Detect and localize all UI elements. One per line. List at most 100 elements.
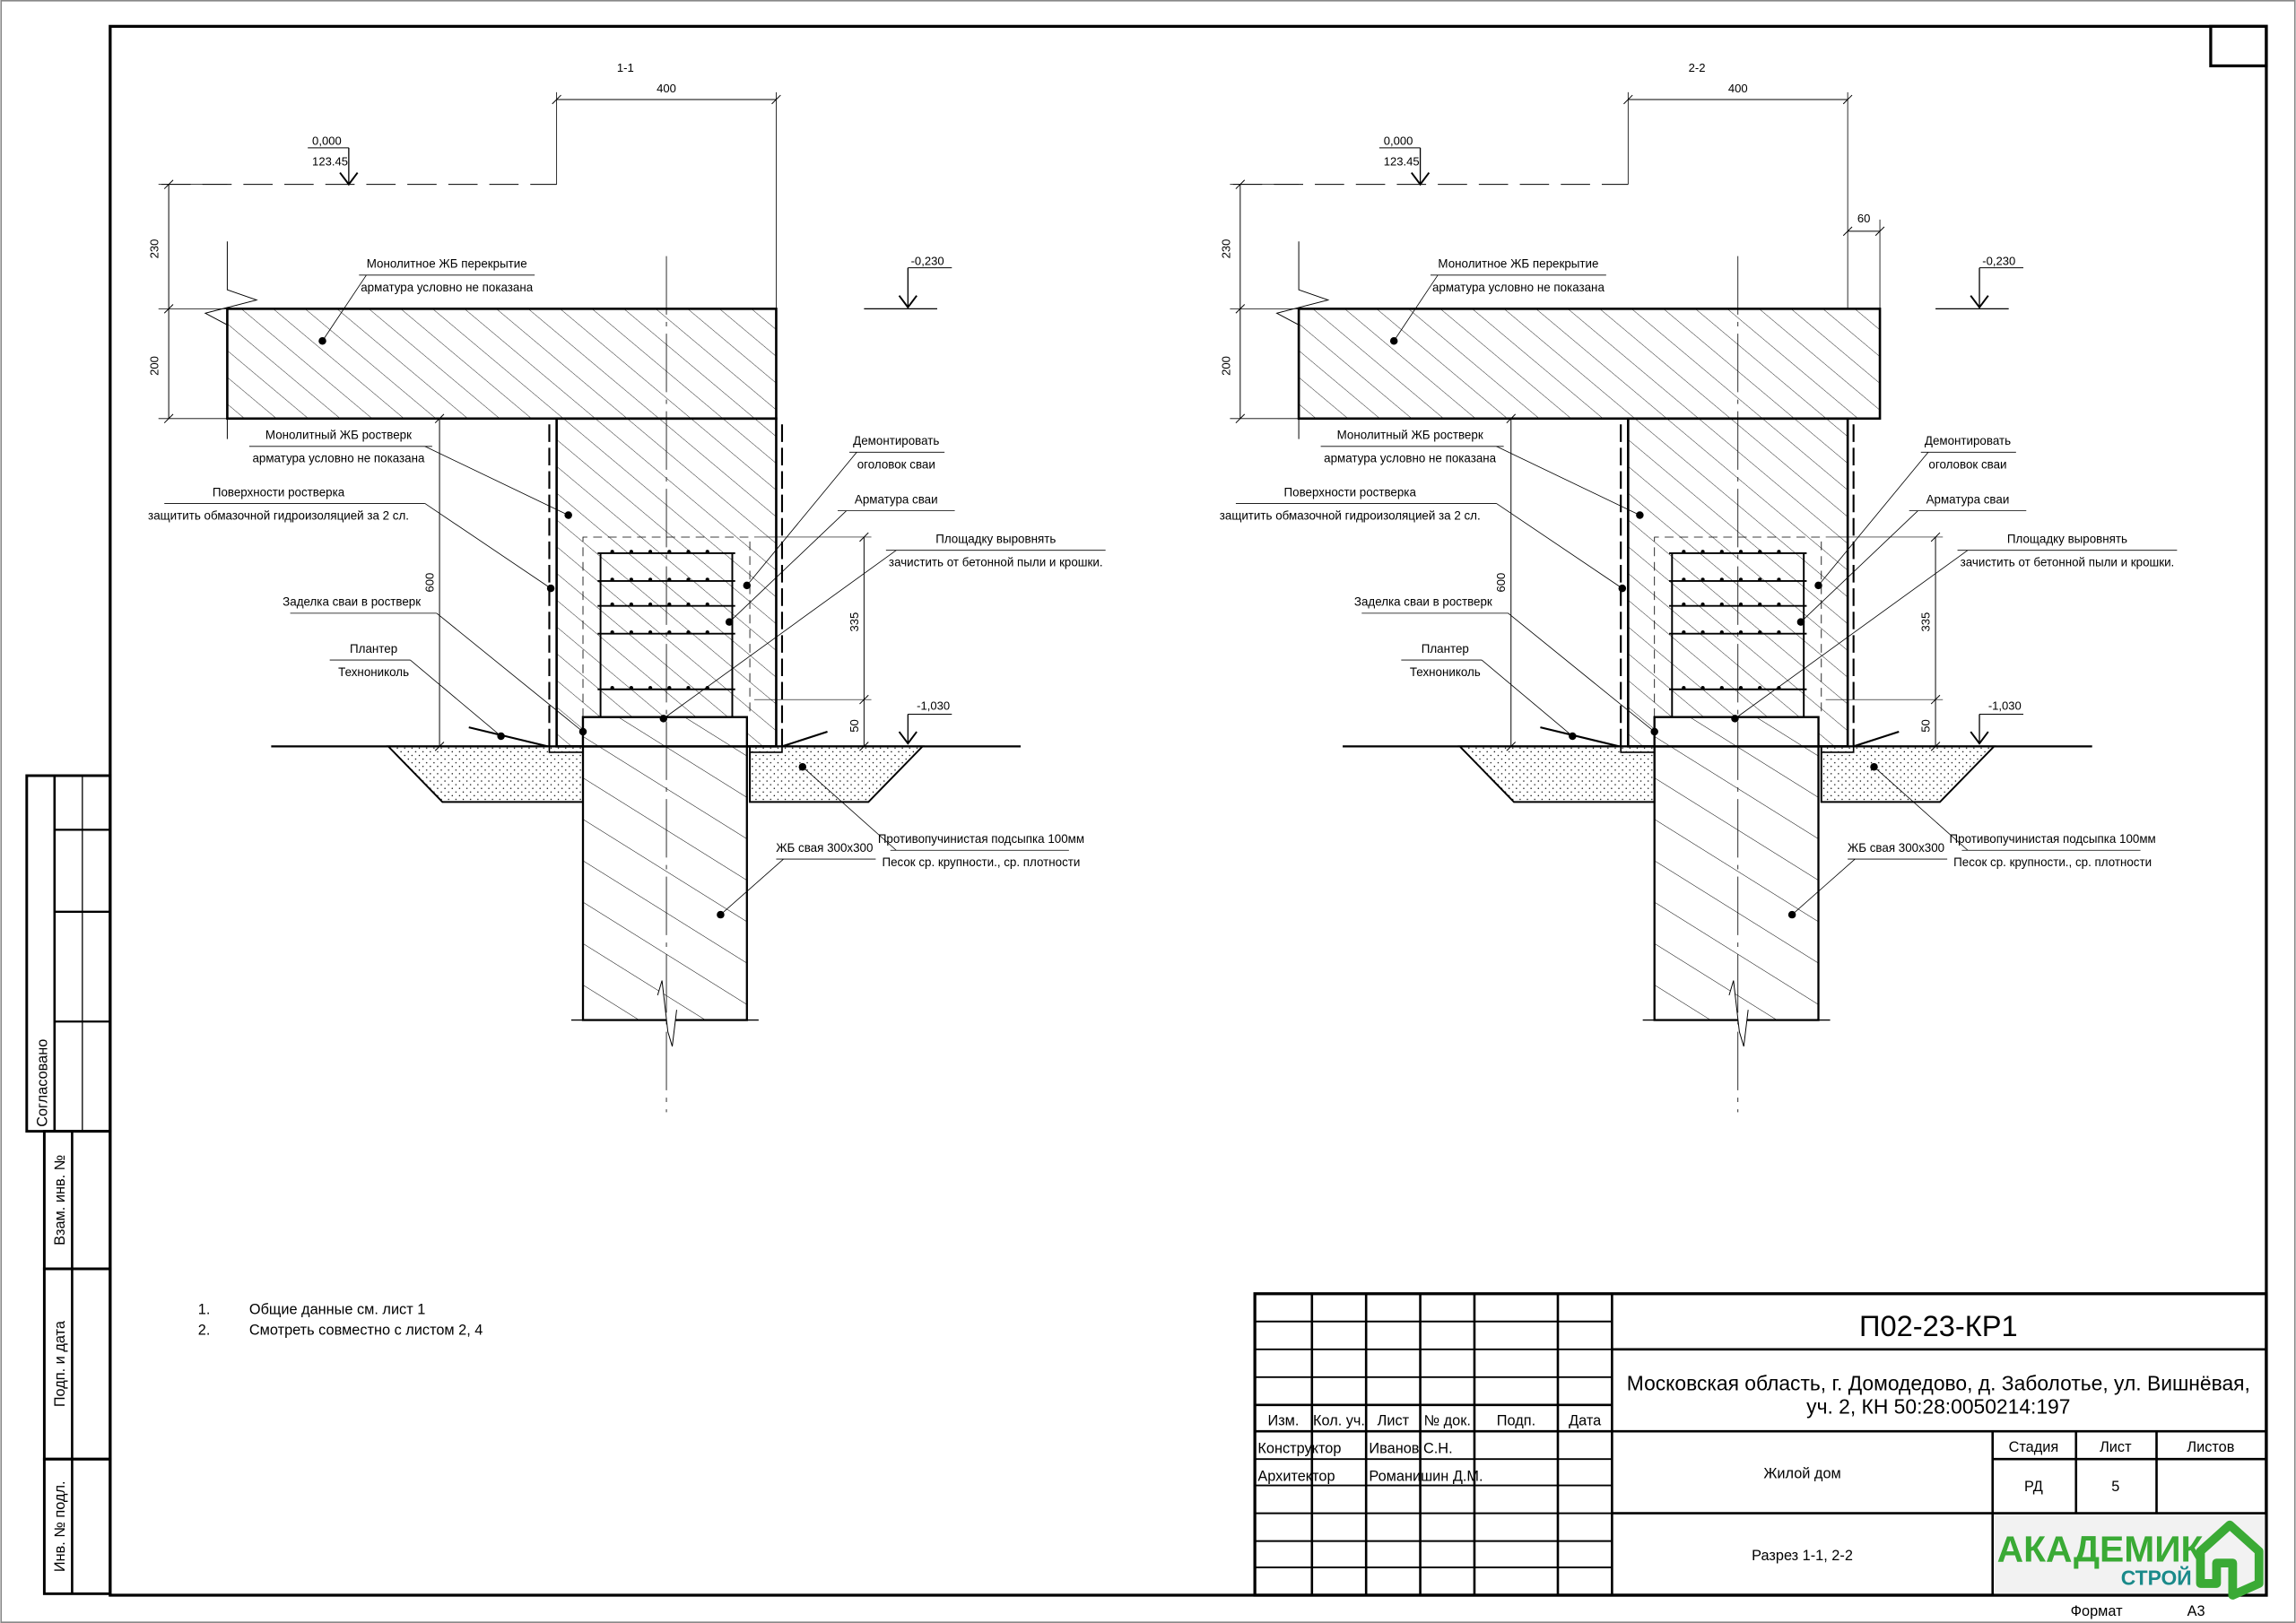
format-value: А3 bbox=[2187, 1603, 2205, 1619]
leader-dot bbox=[318, 337, 326, 345]
rebar-bar bbox=[1777, 685, 1781, 690]
planter-strip bbox=[468, 726, 549, 748]
rebar-bar bbox=[629, 602, 633, 607]
pile-break bbox=[657, 980, 677, 1047]
rebar-bar bbox=[629, 629, 633, 635]
stamp-replaced-inv: Взам. инв. № bbox=[52, 1154, 68, 1245]
callout-pile: ЖБ свая 300x300 bbox=[717, 841, 876, 919]
leader-dot bbox=[743, 581, 752, 590]
leader-dot bbox=[1618, 584, 1627, 593]
rebar-bar bbox=[667, 577, 672, 582]
leader-line bbox=[1496, 503, 1623, 589]
leader-line bbox=[1800, 510, 1918, 622]
stamp-sign-date: Подп. и дата bbox=[52, 1320, 68, 1407]
dim-50: 50 bbox=[1919, 719, 1933, 733]
leader-dot bbox=[546, 584, 555, 593]
rebar-bar bbox=[629, 685, 633, 690]
note-number: 1. bbox=[198, 1302, 211, 1318]
note-text: Смотреть совместно с листом 2, 4 bbox=[249, 1322, 483, 1338]
rebar-bar bbox=[667, 602, 672, 607]
header-cell: Изм. bbox=[1267, 1413, 1299, 1429]
rebar-bar bbox=[1682, 629, 1686, 635]
leader-dot bbox=[1814, 581, 1822, 590]
rebar-bar bbox=[1700, 577, 1705, 582]
dim-335: 335 bbox=[1919, 612, 1933, 632]
callout-rebar: Арматура сваи bbox=[1796, 492, 2027, 626]
label-line-1: Монолитное ЖБ перекрытие bbox=[367, 257, 527, 271]
level-bottom: -1,030 bbox=[917, 699, 950, 713]
slab bbox=[1297, 308, 1882, 421]
rebar-bar bbox=[1719, 550, 1724, 554]
slab bbox=[226, 308, 778, 421]
role-label: Архитектор bbox=[1257, 1469, 1335, 1485]
rebar-bar bbox=[1682, 577, 1686, 582]
label-line-1: Площадку выровнять bbox=[935, 533, 1056, 546]
pile bbox=[1653, 716, 1820, 1021]
rebar-bar bbox=[667, 550, 672, 554]
rebar-bar bbox=[1719, 577, 1724, 582]
leader-line bbox=[424, 503, 552, 589]
rebar-bar bbox=[705, 602, 709, 607]
stamp-inv-orig-cell bbox=[42, 1457, 112, 1595]
format-label: Формат bbox=[2071, 1603, 2123, 1619]
label-line-2: Технониколь bbox=[338, 665, 409, 679]
label-line-2: Песок ср. крупности., ср. плотности bbox=[882, 855, 1080, 869]
rebar-bar bbox=[1682, 685, 1686, 690]
level-slab: -0,230 bbox=[1982, 254, 2015, 267]
level-zero: 0,000 bbox=[312, 135, 342, 148]
rebar-bar bbox=[1700, 685, 1705, 690]
label-line-2: Технониколь bbox=[1410, 665, 1481, 679]
label-line-2: арматура условно не показана bbox=[1324, 452, 1497, 465]
leader-dot bbox=[659, 715, 668, 723]
level-slab: -0,230 bbox=[911, 254, 944, 267]
label-line-2: оголовок сваи bbox=[857, 457, 935, 471]
label-line-1: Плантер bbox=[1422, 642, 1469, 655]
note-number: 2. bbox=[198, 1322, 211, 1338]
label-line-2: защитить обмазочной гидроизоляцией за 2 … bbox=[1220, 508, 1481, 522]
rebar-bar bbox=[1700, 629, 1705, 635]
planter-strip bbox=[1540, 726, 1620, 748]
logo-text-top: АКАДЕМИК bbox=[1997, 1528, 2204, 1569]
rebar-bar bbox=[667, 629, 672, 635]
dim-tick bbox=[1506, 413, 1517, 424]
label-line-1: Плантер bbox=[350, 642, 397, 655]
header-cell: № док. bbox=[1424, 1413, 1471, 1429]
callout-dismantle: Демонтировать оголовок сваи bbox=[743, 434, 945, 590]
leader-dot bbox=[717, 910, 725, 919]
rebar-bar bbox=[1700, 550, 1705, 554]
dim-230: 230 bbox=[1219, 239, 1232, 259]
address-line-1: Московская область, г. Домодедово, д. За… bbox=[1627, 1371, 2250, 1394]
label-line-2: арматура условно не показана bbox=[252, 452, 425, 465]
rebar-bar bbox=[1758, 685, 1762, 690]
header-cell: Кол. уч. bbox=[1313, 1413, 1365, 1429]
level-arrow bbox=[1970, 731, 1989, 745]
label-line-1: Монолитный ЖБ ростверк bbox=[1337, 429, 1483, 442]
leader-line bbox=[1481, 659, 1573, 737]
dim-extra: 60 bbox=[1857, 212, 1871, 225]
section-1: 1-14000,000123.45230200-0,23060033550-1,… bbox=[148, 61, 1106, 1113]
label-line-1: Арматура сваи bbox=[1926, 492, 2010, 506]
leader-line bbox=[1508, 612, 1655, 733]
rebar-bar bbox=[705, 629, 709, 635]
rebar-bar bbox=[1719, 685, 1724, 690]
rebar-bar bbox=[686, 550, 691, 554]
callout-grillage: Монолитный ЖБ ростверк арматура условно н… bbox=[248, 429, 572, 519]
rebar-bar bbox=[1758, 577, 1762, 582]
leader-line bbox=[720, 858, 784, 916]
dim-50: 50 bbox=[848, 719, 861, 733]
leader-line bbox=[1393, 274, 1439, 342]
rebar-bar bbox=[648, 602, 653, 607]
label-line-1: ЖБ свая 300x300 bbox=[1848, 841, 1944, 855]
label-line-1: Демонтировать bbox=[853, 434, 939, 447]
label-line-1: Монолитный ЖБ ростверк bbox=[265, 429, 412, 442]
dim-tick bbox=[1506, 742, 1517, 751]
rebar-bar bbox=[1719, 602, 1724, 607]
leader-line bbox=[1496, 446, 1640, 516]
leader-dot bbox=[1787, 910, 1796, 919]
